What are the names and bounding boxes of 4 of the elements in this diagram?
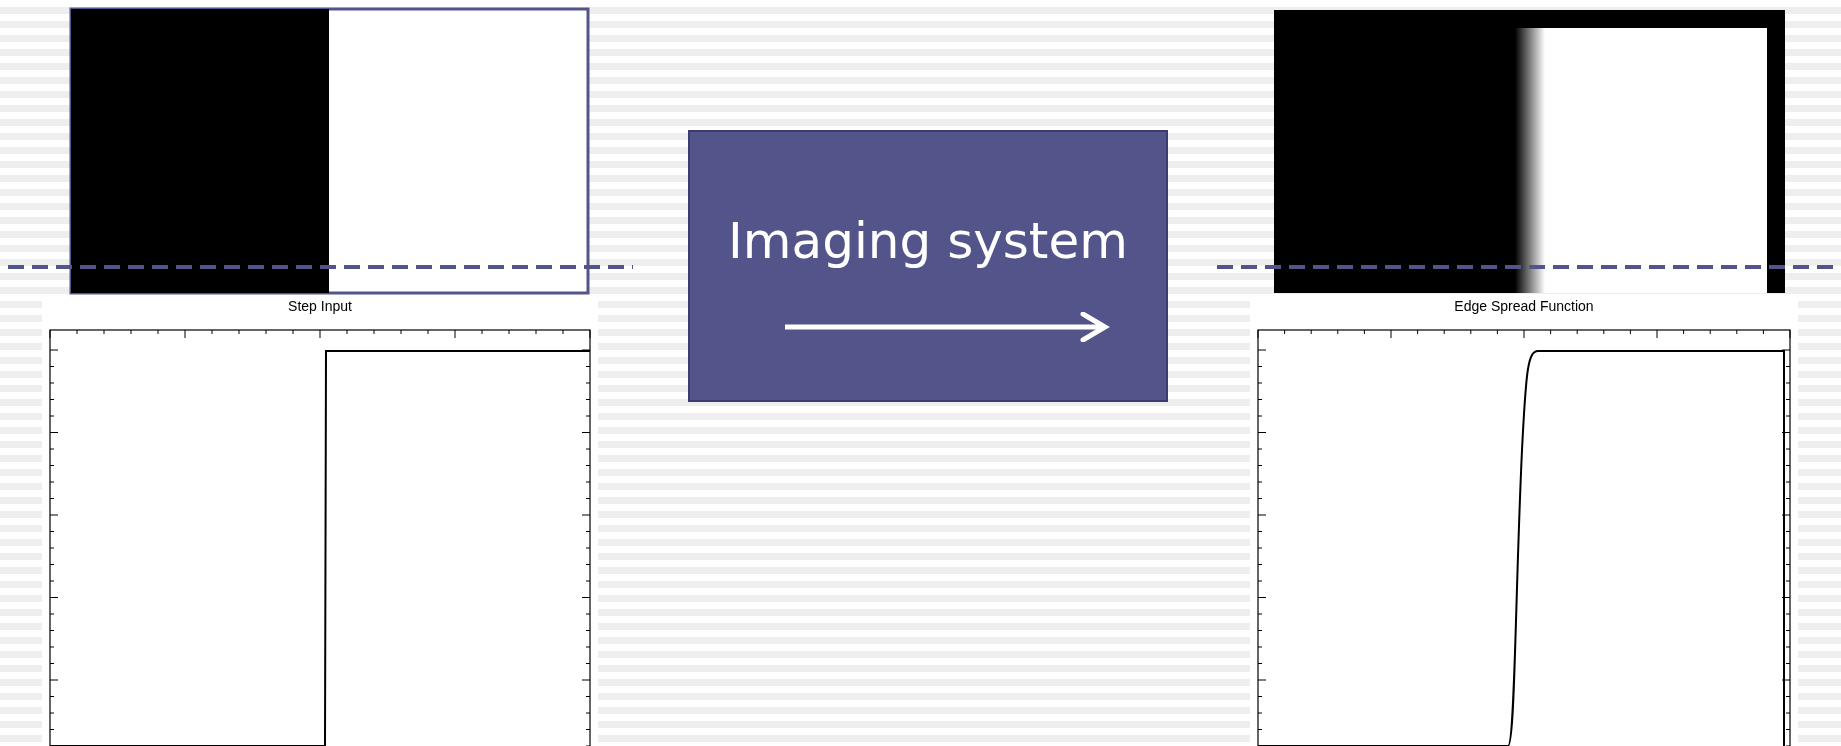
process-box bbox=[688, 130, 1168, 402]
box-label: Imaging system bbox=[727, 212, 1129, 270]
plot-title: Edge Spread Function bbox=[1454, 298, 1594, 314]
plot-title: Step Input bbox=[288, 298, 352, 314]
